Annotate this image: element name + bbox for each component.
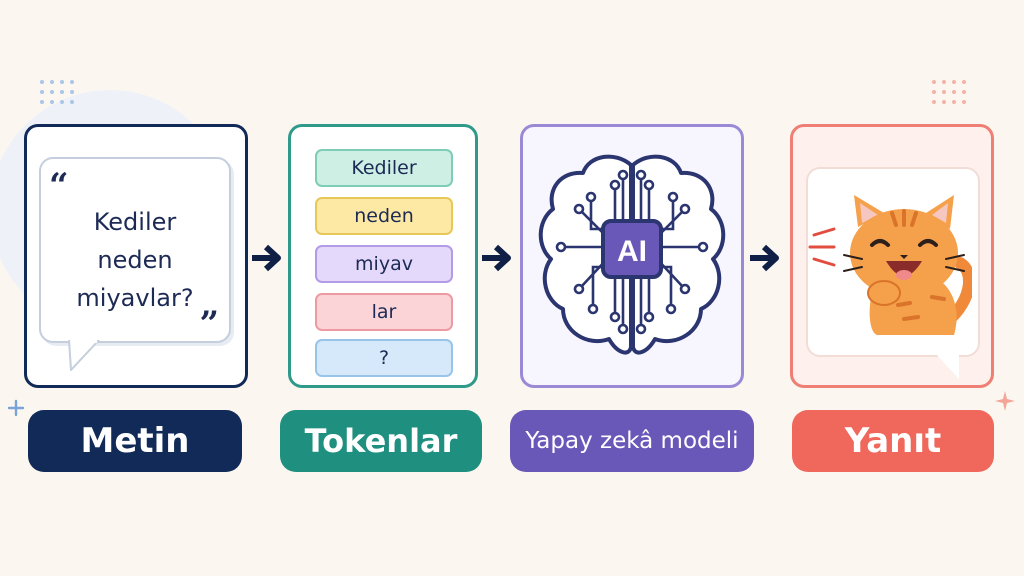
laugh-lines-icon (808, 227, 836, 267)
arrow-right-icon (482, 244, 511, 272)
token-chip: neden (315, 197, 453, 235)
text-label: Metin (28, 410, 242, 472)
prompt-text: Kediler neden miyavlar? (41, 203, 229, 317)
model-card: AI (520, 124, 744, 388)
arrow-right-icon (252, 244, 281, 272)
tokens-card: Kediler neden miyav lar ? (288, 124, 478, 388)
close-quote-icon: ” (199, 304, 219, 344)
star-sparkle-icon (995, 391, 1015, 411)
token-chip: ? (315, 339, 453, 377)
speech-bubble-tail (68, 340, 100, 371)
decorative-dots-blue (40, 80, 74, 104)
tokens-label: Tokenlar (280, 410, 482, 472)
response-label-text: Yanıt (844, 421, 942, 461)
ai-chip-text: AI (617, 235, 647, 268)
response-label: Yanıt (792, 410, 994, 472)
model-label: Yapay zekâ modeli (510, 410, 754, 472)
tokens-label-text: Tokenlar (304, 422, 458, 460)
model-label-text: Yapay zekâ modeli (525, 428, 739, 454)
open-quote-icon: “ (49, 166, 69, 206)
brain-circuit-icon: AI (538, 154, 726, 355)
speech-bubble-tail (933, 351, 959, 379)
token-chip: Kediler (315, 149, 453, 187)
token-chip: miyav (315, 245, 453, 283)
text-card: “ Kediler neden miyavlar? ” (24, 124, 248, 388)
plus-sparkle-icon (7, 399, 25, 417)
prompt-line: neden (97, 246, 173, 274)
prompt-line: Kediler (93, 208, 177, 236)
laughing-cat-icon (843, 195, 972, 335)
arrow-right-icon (750, 244, 779, 272)
response-card (790, 124, 994, 388)
speech-bubble: “ Kediler neden miyavlar? ” (39, 157, 231, 343)
prompt-line: miyavlar? (76, 284, 194, 312)
decorative-dots-coral (932, 80, 966, 104)
token-chip: lar (315, 293, 453, 331)
text-label-text: Metin (80, 421, 190, 461)
response-bubble (808, 169, 978, 355)
